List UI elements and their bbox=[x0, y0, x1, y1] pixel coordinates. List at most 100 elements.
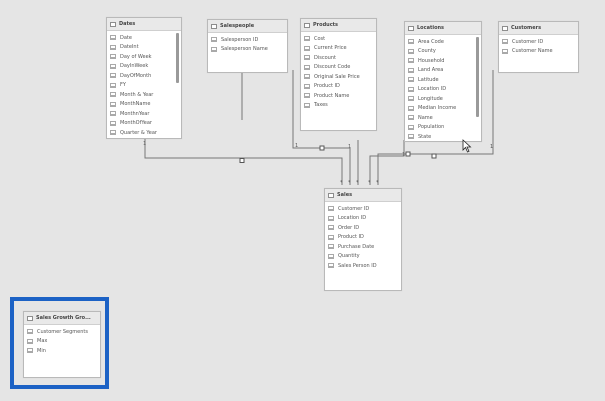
field-icon bbox=[328, 244, 334, 250]
table-card-sales[interactable]: Sales Customer ID Location ID Order ID P… bbox=[324, 188, 402, 291]
field-icon bbox=[211, 37, 217, 43]
rel-many-label: * bbox=[376, 180, 379, 186]
field-row[interactable]: Customer ID bbox=[499, 37, 578, 47]
table-icon bbox=[328, 192, 334, 198]
field-row[interactable]: Discount Code bbox=[301, 63, 376, 73]
field-icon bbox=[408, 48, 414, 54]
field-icon bbox=[304, 36, 310, 42]
table-card-sales-growth-groups[interactable]: Sales Growth Gro... Customer Segments Ma… bbox=[23, 311, 101, 378]
field-row[interactable]: Min bbox=[24, 346, 100, 356]
field-row[interactable]: State bbox=[405, 132, 481, 141]
field-icon bbox=[110, 120, 116, 126]
field-row[interactable]: FY bbox=[107, 81, 181, 91]
field-row[interactable]: Order ID bbox=[325, 223, 401, 233]
table-header[interactable]: Dates bbox=[107, 18, 181, 31]
field-icon bbox=[304, 93, 310, 99]
table-icon bbox=[211, 23, 217, 29]
table-card-locations[interactable]: Locations Area Code County Household Lan… bbox=[404, 21, 482, 142]
table-card-products[interactable]: Products Cost Current Price Discount Dis… bbox=[300, 18, 377, 131]
field-label: Household bbox=[418, 57, 445, 64]
field-label: MonthnYear bbox=[120, 110, 150, 117]
field-row[interactable]: Customer Segments bbox=[24, 327, 100, 337]
field-row[interactable]: Name bbox=[405, 113, 481, 123]
field-row[interactable]: Land Area bbox=[405, 66, 481, 76]
field-row[interactable]: Product ID bbox=[325, 233, 401, 243]
table-header[interactable]: Sales Growth Gro... bbox=[24, 312, 100, 325]
field-row[interactable]: Household bbox=[405, 56, 481, 66]
rel-locations-sales bbox=[369, 140, 405, 185]
field-row[interactable]: Taxes bbox=[301, 101, 376, 111]
field-icon bbox=[408, 86, 414, 92]
field-icon bbox=[328, 215, 334, 221]
field-row[interactable]: Salesperson Name bbox=[208, 45, 287, 55]
field-icon bbox=[304, 83, 310, 89]
field-row[interactable]: Product Name bbox=[301, 91, 376, 101]
field-row[interactable]: MonthName bbox=[107, 100, 181, 110]
table-card-salespeople[interactable]: Salespeople Salesperson ID Salesperson N… bbox=[207, 19, 288, 73]
field-row[interactable]: Quantity bbox=[325, 252, 401, 262]
field-icon bbox=[408, 67, 414, 73]
scrollbar[interactable] bbox=[476, 37, 479, 117]
table-header[interactable]: Products bbox=[301, 19, 376, 32]
table-name: Salespeople bbox=[220, 23, 255, 29]
field-row[interactable]: Original Sale Price bbox=[301, 72, 376, 82]
field-label: MonthName bbox=[120, 101, 151, 108]
field-label: Max bbox=[37, 338, 48, 345]
field-icon bbox=[304, 102, 310, 108]
field-row[interactable]: DateInt bbox=[107, 43, 181, 53]
rel-one-label: 1 bbox=[295, 143, 298, 149]
table-header[interactable]: Sales bbox=[325, 189, 401, 202]
field-row[interactable]: Date bbox=[107, 33, 181, 43]
table-card-dates[interactable]: Dates Date DateInt Day of Week DayInWeek… bbox=[106, 17, 182, 139]
table-card-customers[interactable]: Customers Customer ID Customer Name bbox=[498, 21, 579, 73]
field-row[interactable]: Month & Year bbox=[107, 90, 181, 100]
field-row[interactable]: Latitude bbox=[405, 75, 481, 85]
field-row[interactable]: MonthnYear bbox=[107, 109, 181, 119]
field-list: Area Code County Household Land Area Lat… bbox=[405, 35, 481, 141]
field-label: DateInt bbox=[120, 44, 139, 51]
field-label: Customer ID bbox=[512, 38, 544, 45]
field-row[interactable]: Population bbox=[405, 123, 481, 133]
field-row[interactable]: Longitude bbox=[405, 94, 481, 104]
field-row[interactable]: Quarter & Year bbox=[107, 128, 181, 138]
field-row[interactable]: Day of Week bbox=[107, 52, 181, 62]
field-row[interactable]: Median Income bbox=[405, 104, 481, 114]
table-header[interactable]: Locations bbox=[405, 22, 481, 35]
field-row[interactable]: Current Price bbox=[301, 44, 376, 54]
field-row[interactable]: Product ID bbox=[301, 82, 376, 92]
table-header[interactable]: Customers bbox=[499, 22, 578, 35]
cross-filter-marker bbox=[239, 158, 245, 163]
field-row[interactable]: Cost bbox=[301, 34, 376, 44]
field-icon bbox=[304, 74, 310, 80]
field-row[interactable]: MonthOfYear bbox=[107, 119, 181, 129]
field-icon bbox=[110, 130, 116, 136]
field-row[interactable]: DayInWeek bbox=[107, 62, 181, 72]
field-row[interactable]: County bbox=[405, 47, 481, 57]
field-row[interactable]: Purchase Date bbox=[325, 242, 401, 252]
field-row[interactable]: Max bbox=[24, 337, 100, 347]
field-row[interactable]: Customer ID bbox=[325, 204, 401, 214]
field-row[interactable]: Location ID bbox=[405, 85, 481, 95]
field-row[interactable]: DayOfMonth bbox=[107, 71, 181, 81]
field-label: Order ID bbox=[338, 224, 360, 231]
field-label: Latitude bbox=[418, 76, 439, 83]
field-row[interactable]: Salesperson ID bbox=[208, 35, 287, 45]
field-row[interactable]: Sales Person ID bbox=[325, 261, 401, 271]
table-header[interactable]: Salespeople bbox=[208, 20, 287, 33]
field-label: Median Income bbox=[418, 105, 457, 112]
table-icon bbox=[304, 22, 310, 28]
table-name: Customers bbox=[511, 25, 542, 31]
field-label: FY bbox=[120, 82, 126, 89]
scrollbar[interactable] bbox=[176, 33, 179, 83]
field-row[interactable]: Discount bbox=[301, 53, 376, 63]
field-label: Location ID bbox=[338, 215, 367, 222]
field-list: Customer ID Customer Name bbox=[499, 35, 578, 56]
field-label: Sales Person ID bbox=[338, 262, 377, 269]
mouse-pointer-icon bbox=[462, 139, 472, 153]
table-icon bbox=[27, 315, 33, 321]
table-name: Locations bbox=[417, 25, 445, 31]
field-row[interactable]: Customer Name bbox=[499, 47, 578, 57]
field-row[interactable]: Location ID bbox=[325, 214, 401, 224]
field-row[interactable]: Area Code bbox=[405, 37, 481, 47]
